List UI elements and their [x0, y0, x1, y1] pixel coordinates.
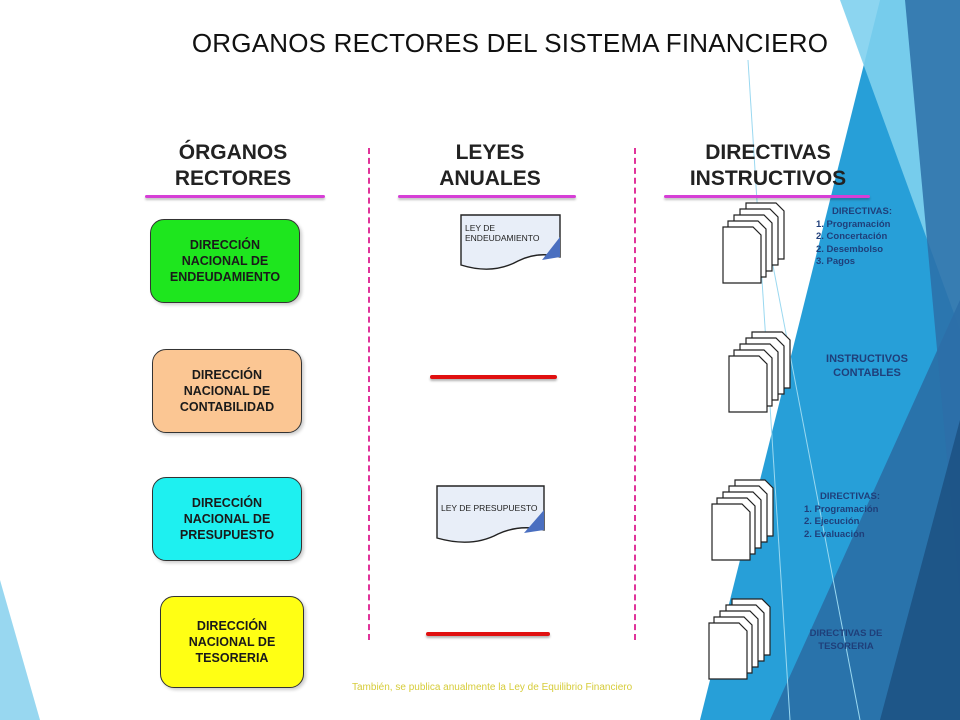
- organ-label-line: NACIONAL DE: [188, 635, 276, 649]
- column-header-organos: ÓRGANOS RECTORES: [148, 140, 318, 192]
- directives-item: 2. Concertación: [816, 231, 888, 242]
- directives-list-presupuesto: DIRECTIVAS: 1. Programación 2. Ejecución…: [804, 491, 880, 541]
- header-underline: [398, 195, 576, 198]
- treasury-directives-document-stack-icon: [708, 598, 771, 680]
- organ-label-line: DIRECCIÓN: [191, 368, 263, 382]
- organ-label-line: NACIONAL DE: [181, 254, 269, 268]
- directives-document-stack-icon: [722, 202, 785, 284]
- directives-item: 2. Evaluación: [804, 528, 865, 540]
- organ-label-line: CONTABILIDAD: [179, 400, 275, 414]
- directives-tesoreria-line: DIRECTIVAS DE: [809, 628, 883, 639]
- law-label-line: ENDEUDAMIENTO: [465, 233, 540, 243]
- directives-item: 1. Programación: [816, 218, 891, 230]
- directives-item: 2. Desembolso: [816, 243, 884, 255]
- law-document-endeudamiento-icon: [460, 214, 561, 270]
- organ-label-line: PRESUPUESTO: [179, 528, 275, 542]
- directives-item: 1. Programación: [804, 503, 879, 515]
- directives-heading: DIRECTIVAS:: [832, 206, 892, 217]
- law-label-endeudamiento: LEY DE ENDEUDAMIENTO: [465, 223, 539, 243]
- column-header-line: INSTRUCTIVOS: [689, 167, 847, 190]
- law-document-presupuesto-icon: [436, 485, 545, 543]
- instructives-document-stack-icon: [728, 331, 791, 413]
- column-divider-left: [368, 148, 370, 640]
- column-header-line: RECTORES: [174, 167, 292, 190]
- header-underline: [664, 195, 870, 198]
- column-header-line: ANUALES: [439, 167, 541, 190]
- organ-box-endeudamiento: DIRECCIÓN NACIONAL DE ENDEUDAMIENTO: [150, 219, 300, 303]
- instructives-line: CONTABLES: [833, 367, 901, 379]
- column-divider-right: [634, 148, 636, 640]
- no-law-bar-contabilidad: [430, 375, 557, 379]
- organ-box-contabilidad: DIRECCIÓN NACIONAL DE CONTABILIDAD: [152, 349, 302, 433]
- organ-label-line: NACIONAL DE: [183, 384, 271, 398]
- column-header-line: DIRECTIVAS: [705, 141, 831, 164]
- footnote: También, se publica anualmente la Ley de…: [352, 682, 633, 693]
- column-header-line: LEYES: [455, 141, 525, 164]
- organ-box-tesoreria: DIRECCIÓN NACIONAL DE TESORERIA: [160, 596, 304, 688]
- column-header-line: ÓRGANOS: [178, 141, 288, 164]
- directives-list-endeudamiento: DIRECTIVAS: 1. Programación 2. Concertac…: [816, 206, 892, 269]
- directives-heading: DIRECTIVAS:: [820, 491, 880, 502]
- organ-label-line: DIRECCIÓN: [191, 496, 263, 510]
- law-label-line: LEY DE PRESUPUESTO: [441, 503, 538, 513]
- organ-label-line: DIRECCIÓN: [189, 238, 261, 252]
- page-title: ORGANOS RECTORES DEL SISTEMA FINANCIERO: [191, 28, 829, 58]
- directives-item: 2. Ejecución: [804, 516, 860, 527]
- organ-label-line: ENDEUDAMIENTO: [169, 270, 281, 284]
- directives-item: 3. Pagos: [816, 256, 856, 267]
- organ-box-presupuesto: DIRECCIÓN NACIONAL DE PRESUPUESTO: [152, 477, 302, 561]
- organ-label-line: TESORERIA: [195, 651, 269, 665]
- column-header-directivas: DIRECTIVAS INSTRUCTIVOS: [668, 140, 868, 192]
- header-underline: [145, 195, 325, 198]
- no-law-bar-tesoreria: [426, 632, 550, 636]
- law-label-presupuesto: LEY DE PRESUPUESTO: [441, 503, 538, 513]
- directives-tesoreria-line: TESORERIA: [818, 640, 874, 652]
- law-label-line: LEY DE: [465, 223, 496, 233]
- budget-directives-document-stack-icon: [711, 479, 774, 561]
- instructives-line: INSTRUCTIVOS: [826, 353, 908, 365]
- instructives-contables-label: INSTRUCTIVOS CONTABLES: [812, 352, 922, 380]
- organ-label-line: DIRECCIÓN: [196, 619, 268, 633]
- organ-label-line: NACIONAL DE: [183, 512, 271, 526]
- column-header-leyes: LEYES ANUALES: [405, 140, 575, 192]
- directives-tesoreria-label: DIRECTIVAS DE TESORERIA: [800, 628, 892, 653]
